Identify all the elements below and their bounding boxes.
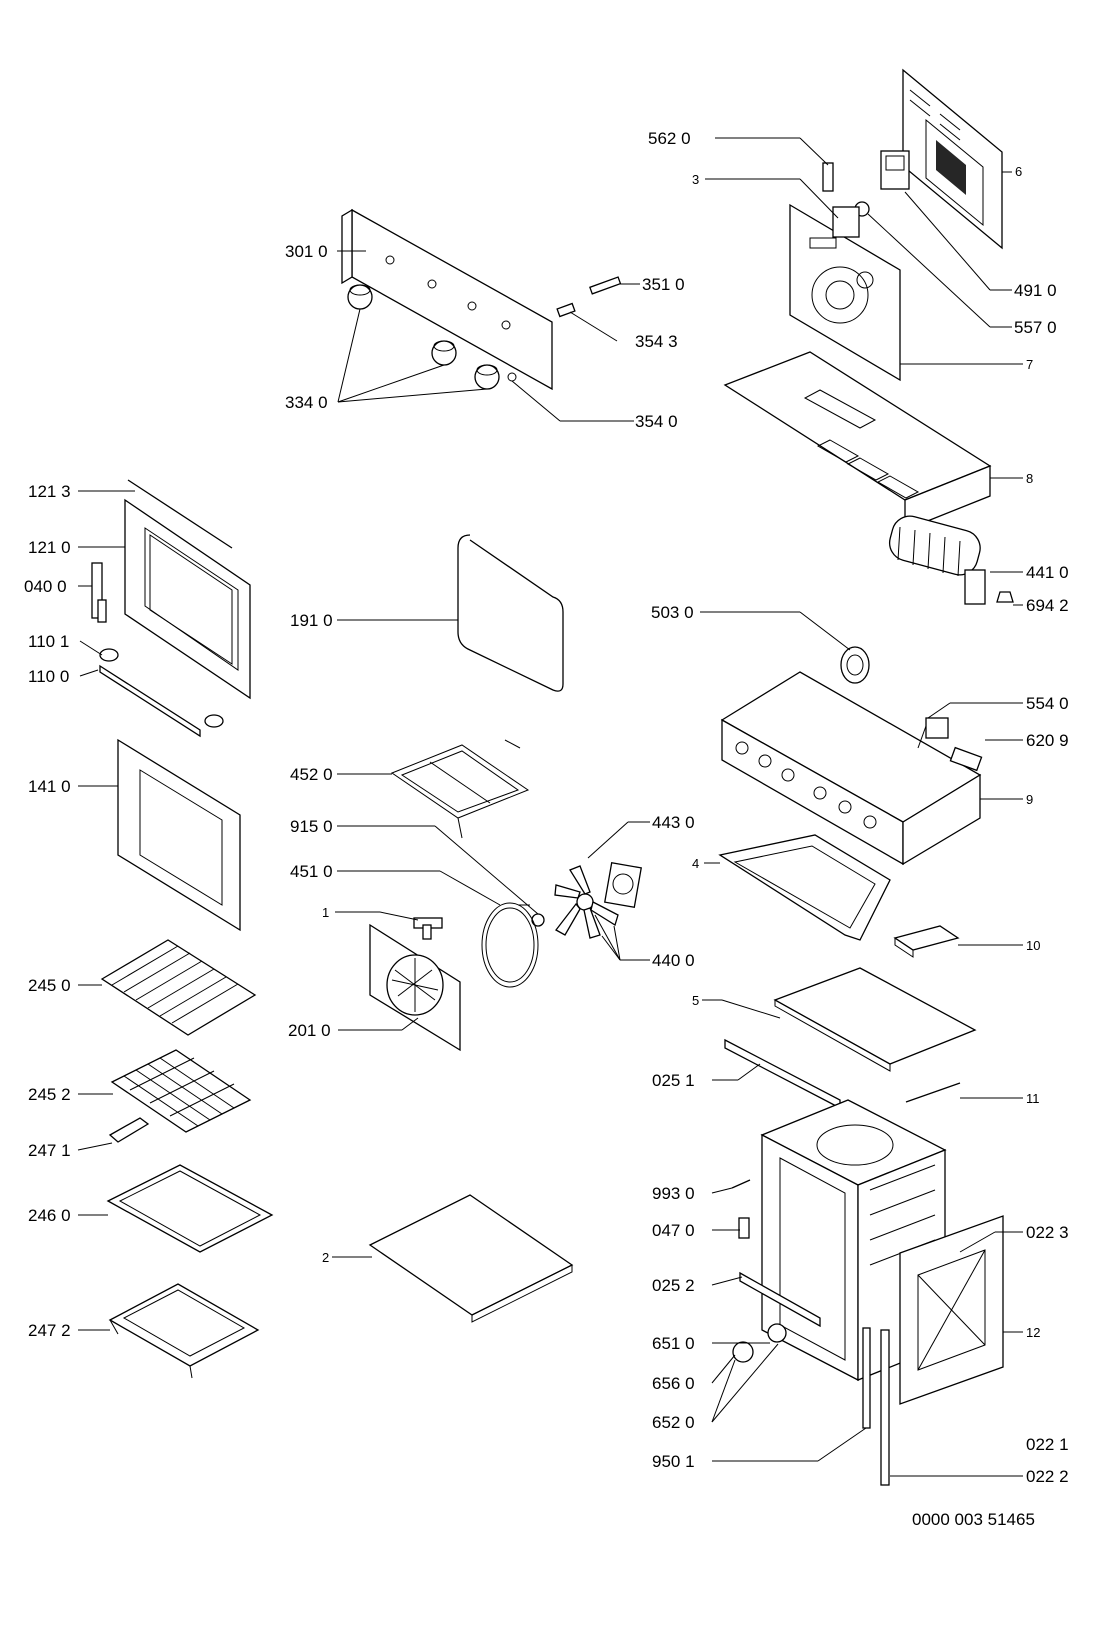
label-3: 3 [692,172,699,187]
part-labels: 301 0 351 0 354 3 334 0 354 0 562 0 3 6 … [24,129,1069,1486]
fan-cover-part [369,923,461,1052]
leader-lines [77,137,1023,1477]
screw-part [731,1179,751,1239]
label-3510: 351 0 [642,275,685,294]
label-4: 4 [692,856,699,871]
label-3010: 301 0 [285,242,328,261]
document-number: 0000 003 51465 [912,1510,1035,1529]
side-bracket-part [718,834,891,941]
front-frame-part [899,1215,1004,1405]
grill-element-part [390,739,530,839]
label-1100: 110 0 [28,667,69,686]
bottom-panel-part [368,1194,574,1323]
label-4410: 441 0 [1026,563,1069,582]
label-2450: 245 0 [28,976,71,995]
label-10: 10 [1026,938,1040,953]
door-handle-part [99,648,224,738]
rear-panel-grille [936,140,966,195]
label-6510: 651 0 [652,1334,695,1353]
label-1210: 121 0 [28,538,71,557]
label-5540: 554 0 [1026,694,1069,713]
label-0400: 040 0 [24,577,67,596]
label-9501: 950 1 [652,1452,695,1471]
lamp-part [732,1323,787,1363]
fan-blade-part [554,865,619,939]
label-12: 12 [1026,1325,1040,1340]
control-housing-part [720,671,982,866]
label-7: 7 [1026,357,1033,372]
oven-seal-part [457,534,564,692]
side-rail-part [724,1038,841,1110]
label-6520: 652 0 [652,1413,695,1432]
fan-housing-plate-part [789,203,901,382]
bottom-plate-part [773,967,977,1072]
label-0252: 025 2 [652,1276,695,1295]
label-0251: 025 1 [652,1071,695,1090]
label-0223: 022 3 [1026,1223,1069,1242]
label-5570: 557 0 [1014,318,1057,337]
small-bracket-part [822,150,910,217]
label-4520: 452 0 [290,765,333,784]
label-0221: 022 1 [1026,1435,1069,1454]
strip-part [905,1082,961,1103]
label-2460: 246 0 [28,1206,71,1225]
control-panel-part [341,208,553,391]
fan-motor-part [604,861,642,909]
wire-rack-part [100,939,257,1036]
tray-handle-part [108,1117,150,1143]
label-4400: 440 0 [652,951,695,970]
label-4510: 451 0 [290,862,333,881]
control-knobs-part [347,284,517,390]
label-9: 9 [1026,792,1033,807]
vertical-strip-part [862,1327,890,1486]
baking-tray-part [106,1164,274,1253]
label-1213: 121 3 [28,482,71,501]
circular-element-part [481,902,539,988]
label-3540: 354 0 [635,412,678,431]
top-cover-part [723,351,992,531]
label-5030: 503 0 [651,603,694,622]
label-5: 5 [692,993,699,1008]
label-9150: 915 0 [290,817,333,836]
label-2452: 245 2 [28,1085,71,1104]
label-6942: 694 2 [1026,596,1069,615]
tangential-fan-part [888,515,1014,605]
label-2: 2 [322,1250,329,1265]
label-6209: 620 9 [1026,731,1069,750]
door-inner-glass-part [117,738,241,932]
door-hinge-part [91,562,107,623]
fan-nut-part [531,913,545,927]
small-cover-part [893,925,960,958]
label-2010: 201 0 [288,1021,331,1040]
label-0222: 022 2 [1026,1467,1069,1486]
timer-part [840,646,870,684]
label-3543: 354 3 [635,332,678,351]
lower-rail-part [739,1271,821,1328]
label-4430: 443 0 [652,813,695,832]
label-0470: 047 0 [652,1221,695,1240]
label-9930: 993 0 [652,1184,695,1203]
label-6: 6 [1015,164,1022,179]
label-5620: 562 0 [648,129,691,148]
label-1101: 110 1 [28,632,69,651]
label-11: 11 [1026,1091,1040,1106]
label-3340: 334 0 [285,393,328,412]
grill-rack-part [110,1049,252,1133]
relay-part [917,717,983,772]
label-1910: 191 0 [290,611,333,630]
door-frame-part [124,479,251,700]
label-2472: 247 2 [28,1321,71,1340]
label-8: 8 [1026,471,1033,486]
fan-bracket-part [413,917,443,940]
label-4910: 491 0 [1014,281,1057,300]
label-2471: 247 1 [28,1141,71,1160]
label-6560: 656 0 [652,1374,695,1393]
label-1: 1 [322,905,329,920]
label-1410: 141 0 [28,777,71,796]
deep-tray-part [108,1283,260,1379]
switch-shaft-part [556,276,622,318]
